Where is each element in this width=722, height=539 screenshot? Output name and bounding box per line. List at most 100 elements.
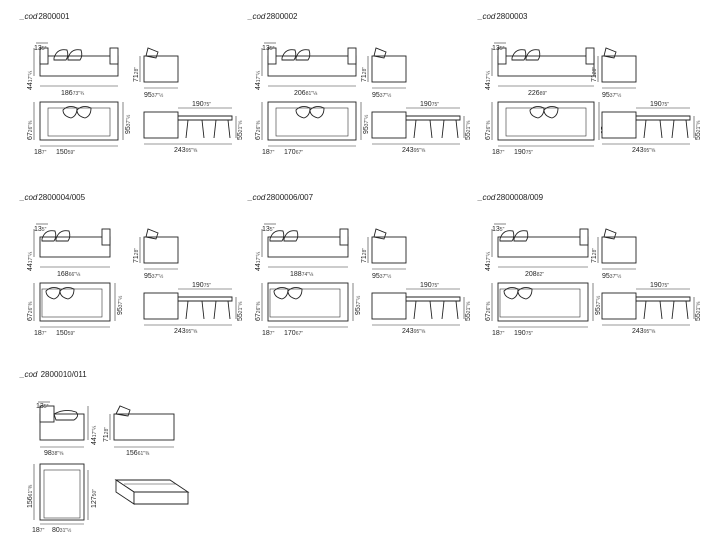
bed-leg — [413, 119, 417, 139]
dim-open-len: 19075" — [420, 101, 439, 108]
dim-mattress-h: 5521"⅝ — [695, 120, 702, 140]
front-arm-left — [39, 47, 49, 65]
bed-mattress — [636, 115, 691, 121]
side-cushion — [373, 228, 387, 240]
dim-depth: 9537"½ — [144, 92, 164, 99]
front-cushion — [295, 49, 311, 61]
dim-side-h: 7128" — [591, 67, 598, 82]
side-view: 7128"9537"½ — [361, 228, 407, 280]
model-code: _cod2800008/009 — [478, 193, 543, 202]
dim-seat-w: 15059" — [56, 149, 75, 156]
dim-front-width: 18874"⅛ — [290, 271, 314, 278]
bed-leg — [659, 119, 663, 139]
side-body — [601, 55, 637, 83]
plan-body — [39, 282, 111, 322]
dim-height: 4417"¼ — [255, 251, 262, 271]
front-arm-right — [585, 47, 595, 65]
side-view: 7128" 9537"½ — [591, 47, 637, 99]
dim-seat-w: 19075" — [514, 149, 533, 156]
bed-leg — [213, 300, 217, 320]
bed-mattress — [406, 115, 461, 121]
front-cushion — [525, 49, 541, 61]
dim-seat-h: 135" — [492, 226, 505, 233]
dim-plan-depth: 6726"⅜ — [255, 120, 262, 140]
side-body — [601, 236, 637, 264]
front-body — [267, 55, 357, 77]
dim-height: 4417"¼ — [27, 251, 34, 271]
dim-plan-side: 9537"½ — [355, 295, 362, 315]
dim-seat-h: 135" — [34, 226, 47, 233]
chaise-front-view: 9838"⅝ 135" 4417"¼ — [36, 401, 98, 457]
dim-plan-side: 9537"½ — [125, 114, 132, 134]
dim-plan-side: 9537"½ — [363, 114, 370, 134]
plan-seat — [41, 288, 103, 318]
front-cushion — [281, 49, 297, 61]
plan-cushion — [76, 105, 92, 119]
code-prefix: _cod — [478, 12, 496, 21]
dim-side-h: 7128" — [133, 67, 140, 82]
dim-arm: 187" — [34, 149, 47, 156]
dim-mattress-h: 5521"⅝ — [465, 120, 472, 140]
dim-arm: 187" — [34, 330, 47, 337]
front-cushion — [53, 49, 69, 61]
bed-leg — [643, 119, 647, 139]
bed-leg — [185, 119, 189, 139]
dim-open-total: 24395"⅝ — [632, 328, 656, 335]
dim-open-len: 19075" — [420, 282, 439, 289]
front-body — [497, 55, 595, 77]
bed-frame — [143, 111, 179, 139]
code-number: 2800008/009 — [496, 193, 544, 202]
side-body — [371, 55, 407, 83]
bed-mattress — [178, 115, 233, 121]
dim-mattress-h: 5521"⅝ — [237, 120, 244, 140]
side-cushion — [603, 228, 617, 240]
dim-open-len: 19075" — [192, 101, 211, 108]
plan-cushion — [62, 105, 78, 119]
front-cushion — [513, 230, 529, 242]
dim-mattress-h: 5521"⅝ — [695, 301, 702, 321]
dim-arm: 187" — [262, 330, 275, 337]
front-cushion — [499, 230, 515, 242]
bed-leg — [643, 300, 647, 320]
dim-open-total: 24395"⅝ — [632, 147, 656, 154]
model-drawings: 18874"⅛ 135" 4417"¼ 7128"9537"½ 6726"⅜ 9537"½… — [255, 223, 472, 337]
front-cushion — [67, 49, 83, 61]
dim-seat-h: 135" — [262, 226, 275, 233]
plan-cushion — [45, 286, 61, 300]
code-number: 2800010/011 — [40, 370, 87, 379]
dim-side-h: 7128" — [591, 248, 598, 263]
front-arm-right — [347, 47, 357, 65]
dim-plan-len: 15661"⅜ — [27, 484, 34, 508]
bed-leg — [671, 300, 675, 320]
dim-depth: 9537"½ — [602, 92, 622, 99]
model-2800010-011: _cod 2800010/011 9838"⅝ 135" 4417"¼ 1566… — [20, 370, 220, 535]
side-view: 7128"9537"½ — [591, 228, 637, 280]
bed-frame — [601, 111, 637, 139]
front-arm-right — [339, 228, 349, 246]
plan-cushion — [543, 105, 559, 119]
dim-arm: 187" — [492, 149, 505, 156]
dim-plan-depth: 6726"⅜ — [255, 301, 262, 321]
bed-leg — [455, 300, 459, 320]
side-cushion — [145, 47, 159, 59]
iso-front — [133, 491, 189, 505]
dim-height: 4417"¼ — [485, 251, 492, 271]
dim-seat-h: 135" — [262, 45, 275, 52]
dim-front-width: 20681"⅛ — [294, 90, 318, 97]
dim-front-width: 18673"¾ — [61, 90, 85, 97]
bed-leg — [441, 300, 445, 320]
plan-cushion — [287, 286, 303, 300]
side-body — [371, 236, 407, 264]
chaise-side-body — [113, 413, 175, 441]
bed-leg — [185, 300, 189, 320]
front-view: 20882"135"4417"¼ — [485, 223, 589, 278]
front-body — [39, 236, 111, 258]
dim-seat-h: 135" — [34, 45, 47, 52]
model-code: _cod2800003 — [478, 12, 528, 21]
